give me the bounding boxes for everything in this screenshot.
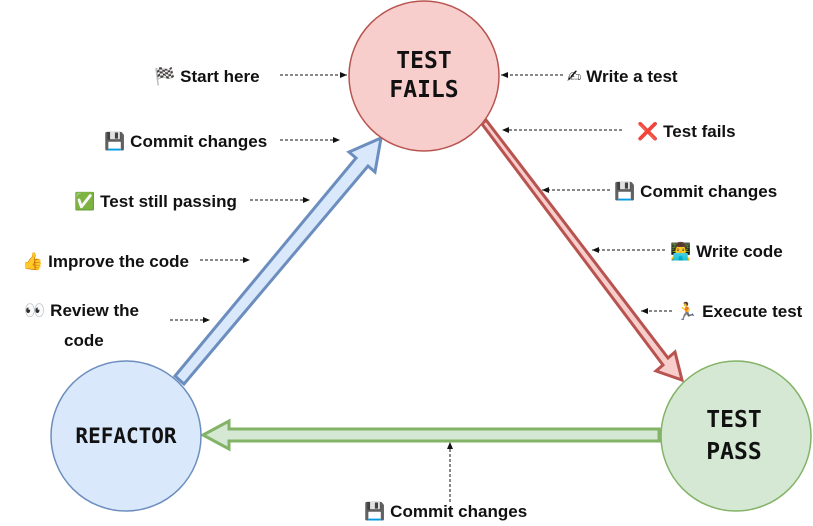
label-review-the-code: 👀Review the code [24,296,139,356]
technologist-icon: 👨‍💻 [670,242,692,262]
label-commit-changes-left: 💾Commit changes [104,132,267,152]
label-commit-changes-left-text: Commit changes [130,132,268,151]
label-execute-test: 🏃Execute test [676,302,802,322]
runner-icon: 🏃 [676,302,698,322]
label-test-fails-text: Test fails [663,122,736,141]
thumbs-up-icon: 👍 [22,252,44,272]
label-commit-changes-bottom-text: Commit changes [390,502,528,521]
label-review-the-code-line1: Review the [50,301,139,320]
node-refactor [50,360,202,512]
check-mark-icon: ✅ [74,192,96,212]
label-write-code-text: Write code [696,242,783,261]
label-start-here: 🏁Start here [154,67,260,87]
checkered-flag-icon: 🏁 [154,67,176,87]
writing-hand-icon: ✍ [567,67,582,87]
floppy-disk-icon: 💾 [104,132,126,152]
label-improve-the-code: 👍Improve the code [22,252,189,272]
node-test-fails-line1: TEST [396,48,451,74]
arrow-pass-to-refactor [199,418,661,452]
label-commit-changes-right: 💾Commit changes [614,182,777,202]
node-test-fails [348,0,500,152]
label-write-test: ✍Write a test [567,67,678,87]
label-review-the-code-line2: code [64,331,104,350]
arrow-refactor-to-fails [172,135,383,387]
label-commit-changes-right-text: Commit changes [640,182,778,201]
node-test-pass-line2: PASS [706,439,761,465]
node-test-pass-line1: TEST [706,407,761,433]
connector-lines [170,72,672,502]
floppy-disk-icon: 💾 [364,502,386,522]
label-improve-the-code-text: Improve the code [48,252,189,271]
cross-mark-icon: ❌ [637,122,659,142]
label-test-still-passing: ✅Test still passing [74,192,237,212]
node-test-pass [660,360,812,512]
label-write-code: 👨‍💻Write code [670,242,783,262]
eyes-icon: 👀 [24,301,46,321]
floppy-disk-icon: 💾 [614,182,636,202]
label-commit-changes-bottom: 💾Commit changes [364,502,527,522]
label-execute-test-text: Execute test [702,302,803,321]
label-test-fails: ❌Test fails [637,122,736,142]
node-test-fails-line2: FAILS [389,77,458,103]
label-test-still-passing-text: Test still passing [100,192,237,211]
label-start-here-text: Start here [180,67,260,86]
arrow-fails-to-pass [480,117,685,383]
node-refactor-label: REFACTOR [75,424,177,448]
label-write-test-text: Write a test [586,67,678,86]
